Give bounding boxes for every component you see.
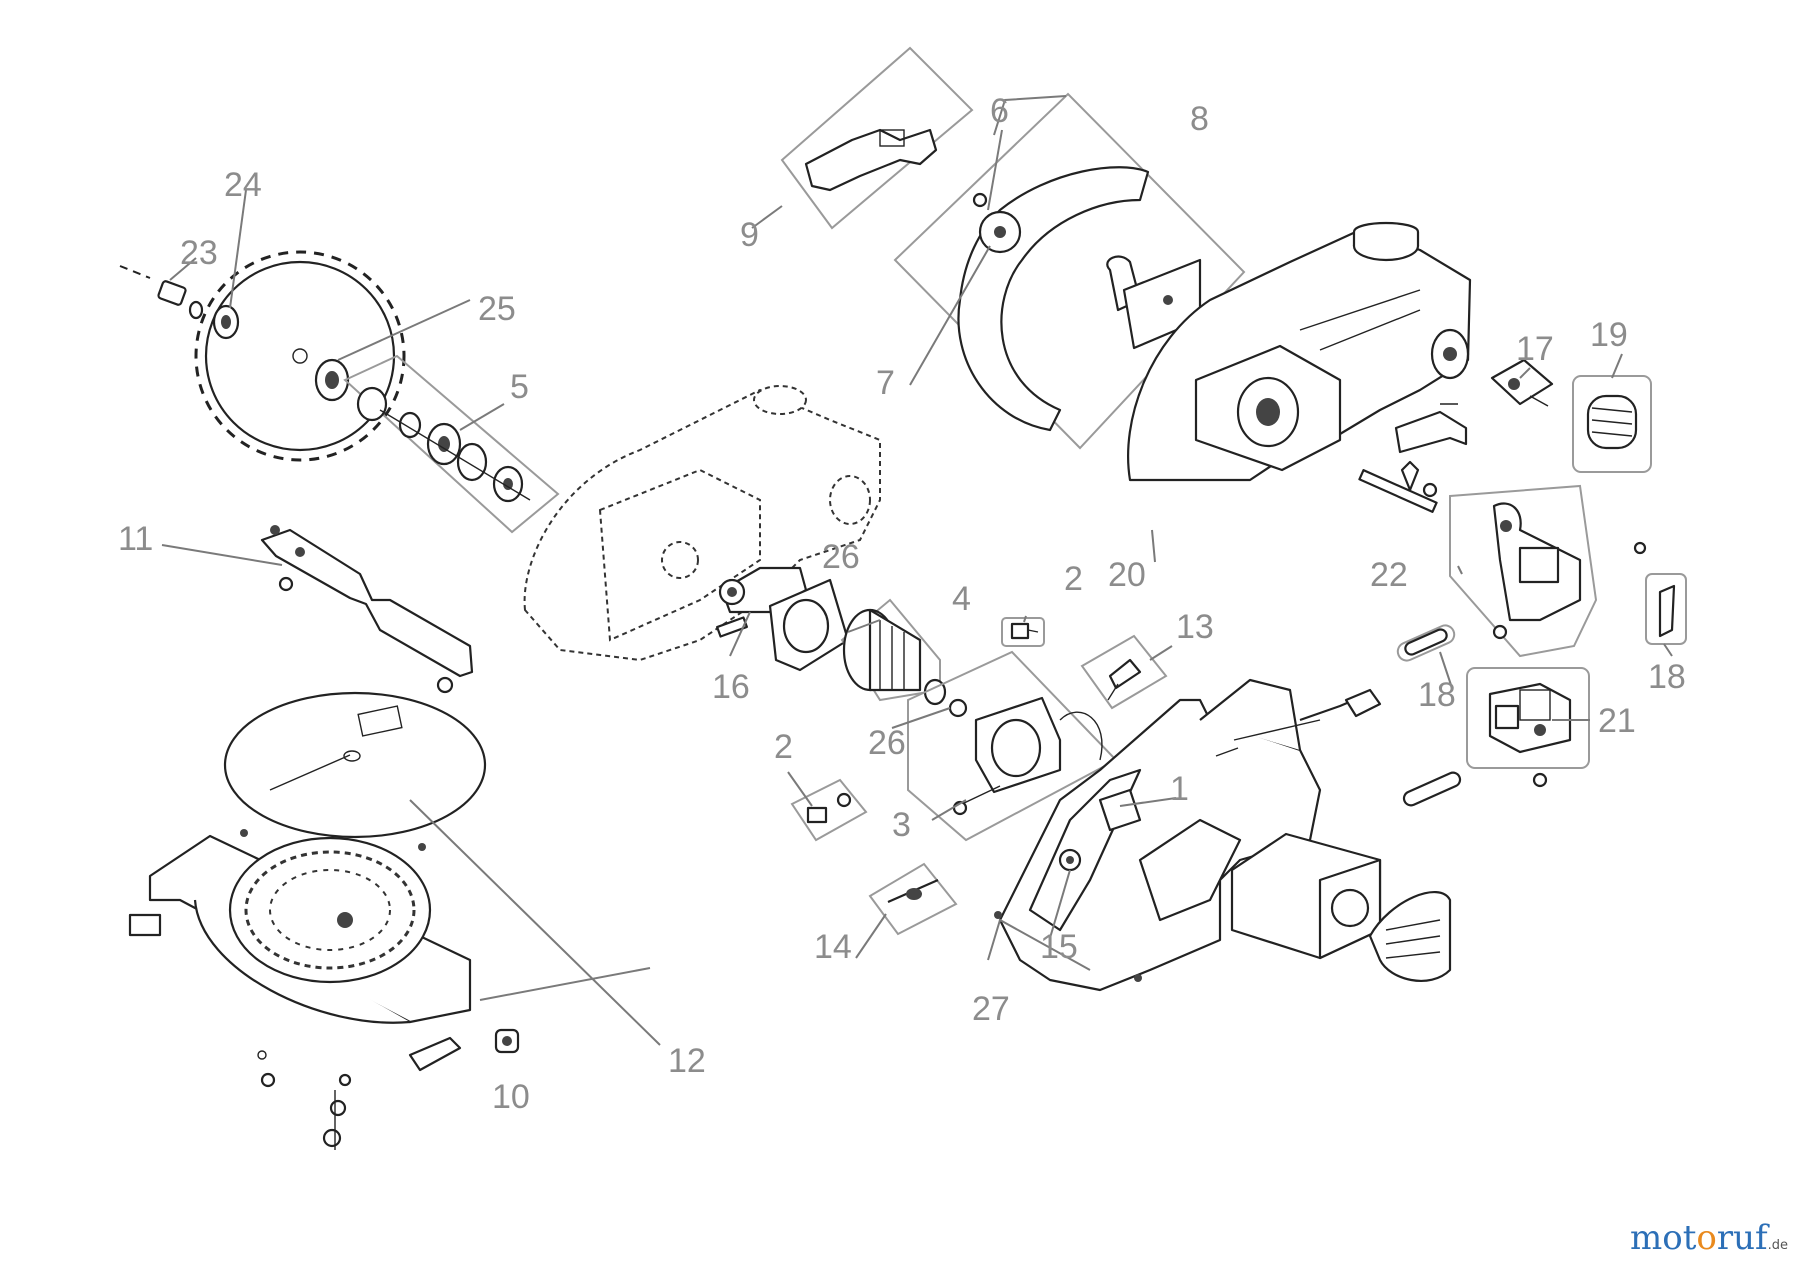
stator-kit-drawing bbox=[907, 650, 1118, 842]
part-label-5: 5 bbox=[510, 368, 529, 406]
base-drawing bbox=[128, 829, 472, 1150]
part-label-25: 25 bbox=[478, 290, 516, 328]
pin-lower-right-drawing bbox=[1402, 541, 1647, 807]
part-label-11: 11 bbox=[118, 520, 153, 558]
switch-kit-21-box bbox=[1466, 667, 1590, 769]
part-label-16: 16 bbox=[712, 668, 750, 706]
arbor-spindle-kit-drawing bbox=[343, 354, 560, 534]
logo-text-2: o bbox=[1696, 1218, 1717, 1258]
cable-clamp-14-drawing bbox=[868, 862, 958, 936]
part-label-4: 4 bbox=[952, 580, 971, 618]
part-label-21: 21 bbox=[1598, 702, 1636, 740]
leader-lines bbox=[161, 95, 1673, 1046]
logo-text-3: ruf bbox=[1716, 1218, 1768, 1258]
guard-link-kit-9-drawing bbox=[780, 46, 974, 230]
brush-cap-upper-drawing bbox=[1001, 617, 1045, 647]
housing-small-parts-drawing bbox=[1358, 403, 1468, 513]
main-housing-drawing bbox=[1127, 221, 1472, 482]
rear-motor-body-drawing bbox=[1230, 832, 1452, 982]
bearing-drawing bbox=[948, 698, 968, 718]
part-label-18b: 18 bbox=[1648, 658, 1686, 696]
part-label-13: 13 bbox=[1176, 608, 1214, 646]
handle-kit-22-box bbox=[1449, 484, 1598, 658]
pin-18-lower-drawing bbox=[1396, 624, 1456, 662]
clamp-knob-drawing bbox=[494, 1028, 520, 1054]
lever-18-right-box bbox=[1645, 573, 1687, 645]
turntable-drawing bbox=[223, 691, 487, 839]
part-label-22: 22 bbox=[1370, 556, 1408, 594]
handle-assembly-drawing bbox=[994, 678, 1382, 992]
part-label-7: 7 bbox=[876, 364, 895, 402]
part-label-27: 27 bbox=[972, 990, 1010, 1028]
part-label-6: 6 bbox=[990, 92, 1009, 130]
part-17-drawing bbox=[1490, 358, 1554, 407]
part-label-3: 3 bbox=[892, 806, 911, 844]
part-labels: 1 2 2 3 4 5 6 7 8 9 10 11 12 13 14 15 16… bbox=[118, 92, 1686, 1116]
arm-bracket-drawing bbox=[260, 525, 474, 694]
part-label-19: 19 bbox=[1590, 316, 1628, 354]
part-label-26b: 26 bbox=[868, 724, 906, 762]
armature-drawing bbox=[840, 598, 947, 706]
part-label-15: 15 bbox=[1040, 928, 1078, 966]
part-label-24: 24 bbox=[224, 166, 262, 204]
brand-logo-watermark: motoruf.de bbox=[1630, 1218, 1788, 1258]
motor-flange-drawing bbox=[768, 578, 850, 672]
part-label-26a: 26 bbox=[822, 538, 860, 576]
part-label-12: 12 bbox=[668, 1042, 706, 1080]
brush-cap-lower-drawing bbox=[790, 778, 868, 842]
switch-part-13-drawing bbox=[1080, 634, 1168, 710]
part-label-1: 1 bbox=[1170, 770, 1189, 808]
spring-19-box bbox=[1572, 375, 1652, 473]
saw-blade-drawing bbox=[119, 250, 406, 462]
part-label-14: 14 bbox=[814, 928, 852, 966]
part-label-18a: 18 bbox=[1418, 676, 1456, 714]
motor-housing-dashed-drawing bbox=[523, 385, 881, 662]
part-label-10: 10 bbox=[492, 1078, 530, 1116]
logo-text-4: .de bbox=[1767, 1238, 1788, 1253]
part-label-20: 20 bbox=[1108, 556, 1146, 594]
part-label-23: 23 bbox=[180, 234, 218, 272]
part-label-9: 9 bbox=[740, 216, 759, 254]
part-label-17: 17 bbox=[1516, 330, 1554, 368]
part-label-2a: 2 bbox=[1064, 560, 1083, 598]
part-label-2b: 2 bbox=[774, 728, 793, 766]
logo-text-1: mot bbox=[1630, 1218, 1697, 1258]
part-label-8: 8 bbox=[1190, 100, 1209, 138]
